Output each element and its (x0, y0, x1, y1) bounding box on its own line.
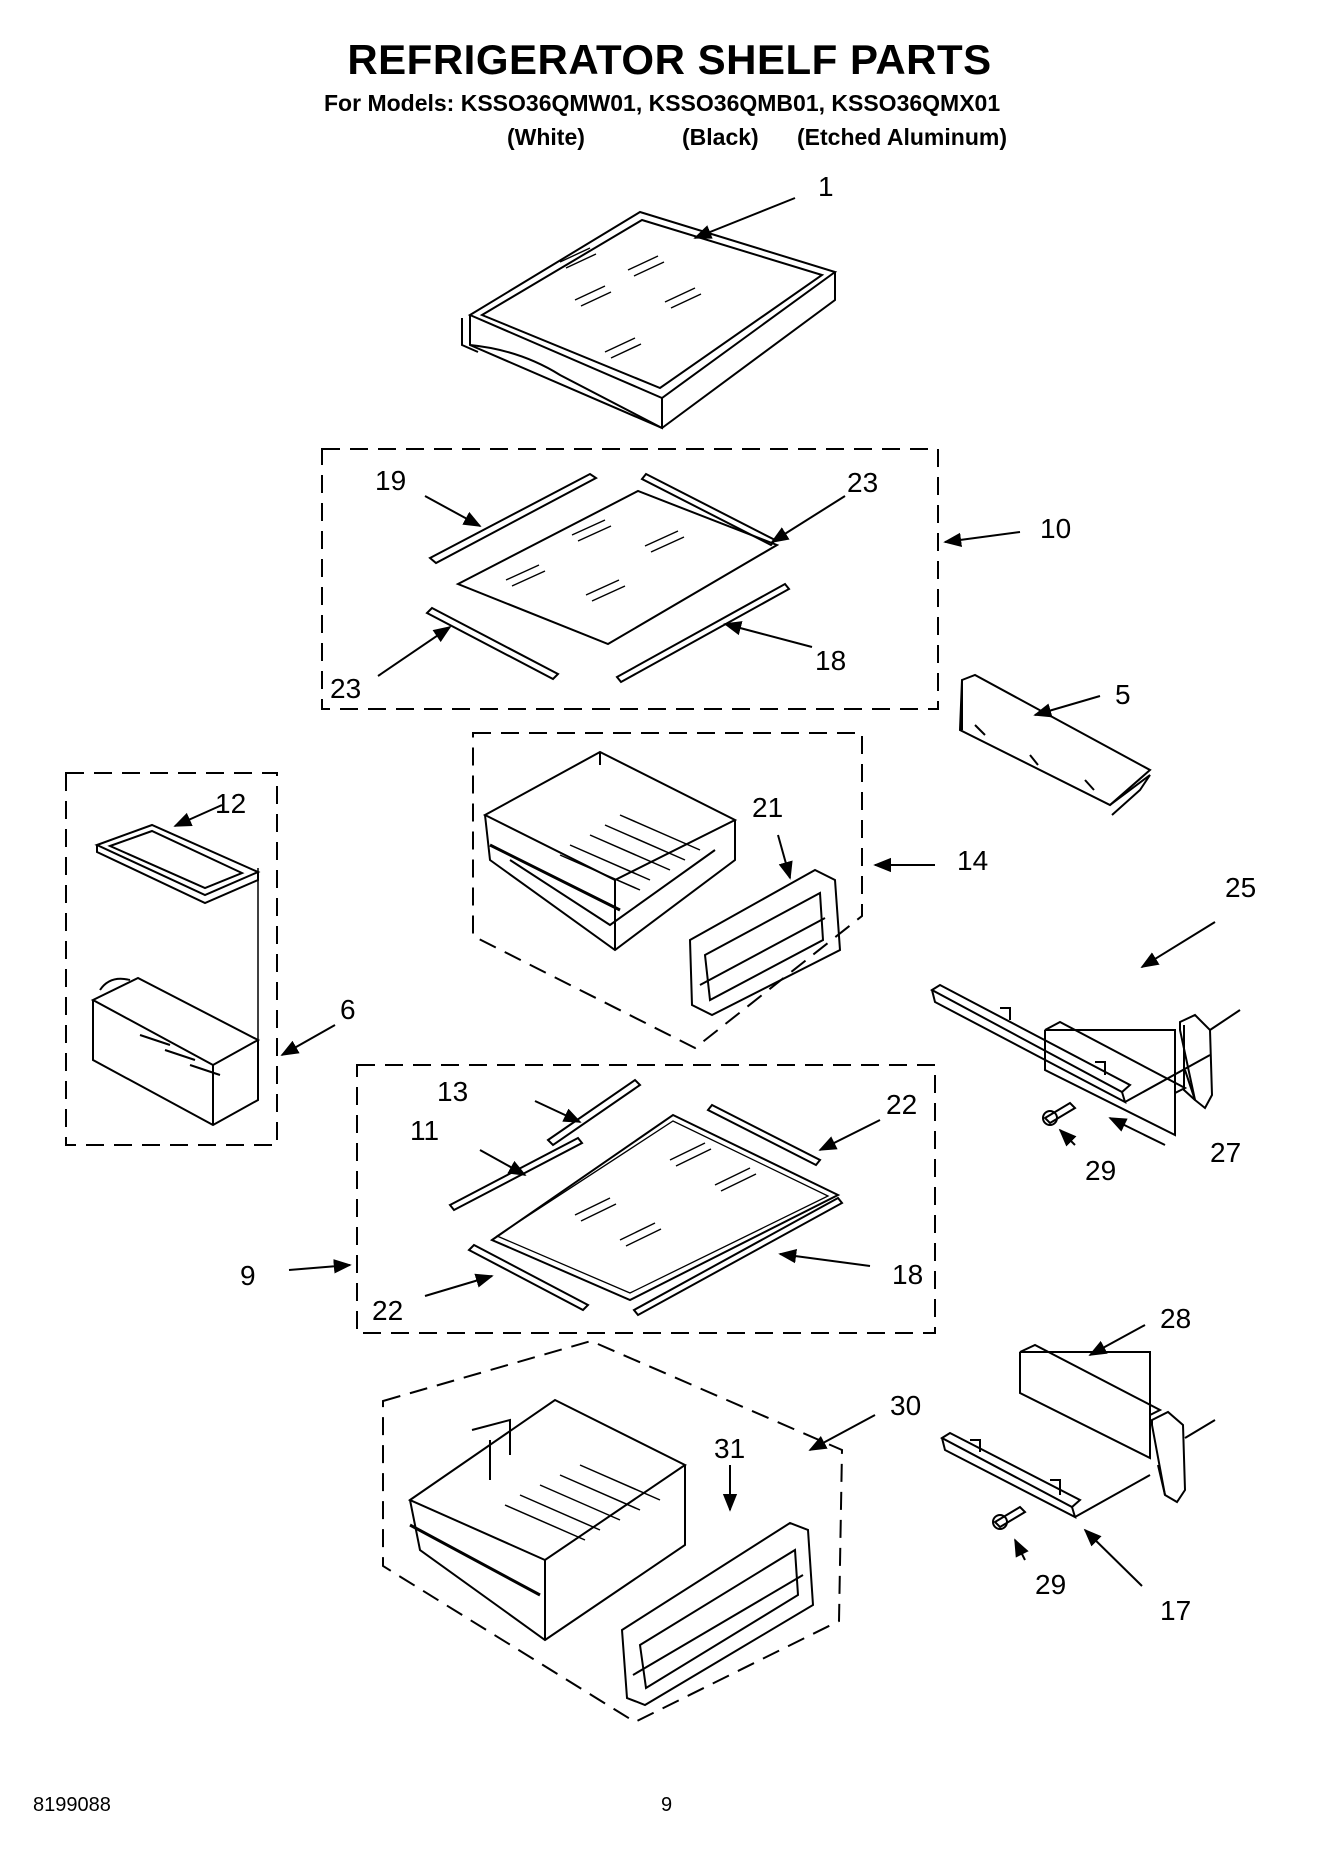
callout-6: 6 (340, 994, 356, 1025)
callout-1: 1 (818, 171, 834, 202)
assembly-10-box (321, 448, 939, 710)
callout-12: 12 (215, 788, 246, 819)
callout-10: 10 (1040, 513, 1071, 544)
part-25-bracket (1044, 1013, 1214, 1137)
part-6-bin (90, 868, 261, 1127)
part-12-lid (94, 823, 261, 905)
callout-18a: 18 (815, 645, 846, 676)
part-30-drawer (407, 1398, 815, 1707)
callout-23b: 23 (330, 673, 361, 704)
callout-14: 14 (957, 845, 988, 876)
part-17-rail (940, 1431, 1151, 1519)
callout-31: 31 (714, 1433, 745, 1464)
callout-29b: 29 (1035, 1569, 1066, 1600)
assembly-30-box (382, 1339, 844, 1724)
leader-lines (173, 197, 1216, 1587)
callout-9: 9 (240, 1260, 256, 1291)
callout-25: 25 (1225, 872, 1256, 903)
callout-13: 13 (437, 1076, 468, 1107)
part-9-glass-trims (448, 1078, 844, 1317)
callout-19: 19 (375, 465, 406, 496)
models-line: For Models: KSSO36QMW01, KSSO36QMB01, KS… (324, 90, 1001, 116)
callout-30: 30 (890, 1390, 921, 1421)
callout-29a: 29 (1085, 1155, 1116, 1186)
callout-21: 21 (752, 792, 783, 823)
callout-22a: 22 (886, 1089, 917, 1120)
part-27-rail (930, 983, 1241, 1104)
callout-23a: 23 (847, 467, 878, 498)
part-29-screw-a (1042, 1101, 1077, 1126)
part-1-shelf (461, 210, 838, 430)
assembly-9-box (356, 1064, 936, 1334)
finish-white: (White) (507, 124, 585, 150)
finish-aluminum: (Etched Aluminum) (797, 124, 1007, 150)
finish-black: (Black) (682, 124, 759, 150)
callout-17: 17 (1160, 1595, 1191, 1626)
part-10-glass-trims (425, 472, 791, 684)
callout-27: 27 (1210, 1137, 1241, 1168)
callout-11: 11 (410, 1115, 439, 1146)
part-5-cover (958, 673, 1152, 816)
callout-18b: 18 (892, 1259, 923, 1290)
assembly-6-box (65, 772, 278, 1146)
callout-22b: 22 (372, 1295, 403, 1326)
document-number: 8199088 (33, 1794, 111, 1816)
page-number: 9 (661, 1794, 673, 1816)
part-29-screw-b (992, 1505, 1027, 1530)
part-14-crisper-drawer (482, 750, 842, 1017)
page-title: REFRIGERATOR SHELF PARTS (347, 36, 992, 83)
callout-28: 28 (1160, 1303, 1191, 1334)
callout-5: 5 (1115, 679, 1131, 710)
part-28-bracket (1019, 1343, 1216, 1504)
callout-labels: 1 5 6 9 10 11 12 13 14 17 18 18 19 21 22… (215, 171, 1256, 1626)
